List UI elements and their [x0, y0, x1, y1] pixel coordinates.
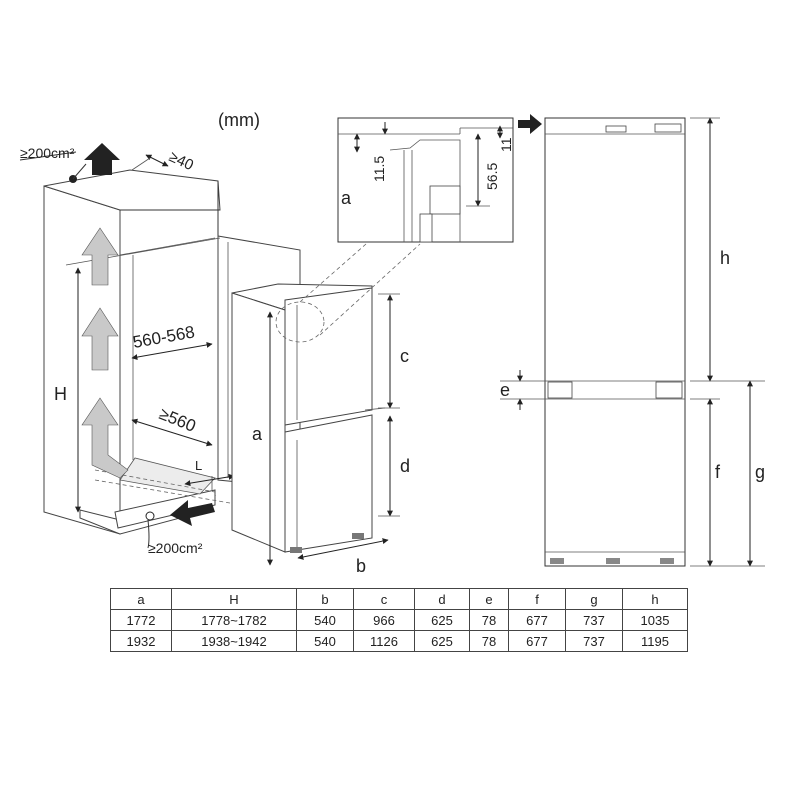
vent-up-arrow-icon — [19, 143, 120, 183]
detail-letter-a: a — [341, 188, 352, 208]
table-cell: 625 — [414, 630, 470, 652]
table-cell: 737 — [565, 609, 623, 631]
table-cell: 78 — [469, 609, 509, 631]
table-header-cell: f — [508, 588, 566, 610]
vent-top-label: ≥200cm² — [20, 145, 75, 161]
dim-h-label: h — [720, 248, 730, 268]
dim-L-label: L — [195, 458, 202, 473]
table-cell: 540 — [296, 609, 354, 631]
detail-dim-11: 11 — [498, 137, 514, 152]
table-cell: 1938~1942 — [171, 630, 297, 652]
units-label: (mm) — [218, 110, 260, 130]
dim-d-label: d — [400, 456, 410, 476]
table-header-cell: a — [110, 588, 172, 610]
vent-in-arrow-icon — [170, 500, 215, 526]
table-header-row: a H b c d e f g h — [110, 588, 688, 610]
table-cell: 1932 — [110, 630, 172, 652]
table-header-cell: d — [414, 588, 470, 610]
table-header-cell: e — [469, 588, 509, 610]
dim-H-label: H — [54, 384, 67, 404]
table-cell: 540 — [296, 630, 354, 652]
table-cell: 677 — [508, 630, 566, 652]
table-header-cell: H — [171, 588, 297, 610]
dimensions-table: a H b c d e f g h 1772 1778~1782 540 966… — [110, 588, 688, 652]
gap-label: ≥40 — [166, 148, 196, 174]
door-arrow-icon — [518, 114, 542, 134]
airflow-arrow-icon — [81, 227, 129, 479]
dim-g-label: g — [755, 462, 765, 482]
depth-label: ≥560 — [157, 404, 199, 436]
table-cell: 677 — [508, 609, 566, 631]
table-row: 1932 1938~1942 540 1126 625 78 677 737 1… — [110, 630, 688, 652]
vent-grille-icon — [145, 511, 155, 521]
dim-b-label: b — [356, 556, 366, 576]
table-cell: 78 — [469, 630, 509, 652]
table-cell: 1035 — [622, 609, 688, 631]
table-cell: 1772 — [110, 609, 172, 631]
table-cell: 1126 — [353, 630, 415, 652]
table-cell: 966 — [353, 609, 415, 631]
vent-bottom-label: ≥200cm² — [148, 540, 203, 556]
table-cell: 625 — [414, 609, 470, 631]
width-label: 560-568 — [131, 322, 196, 352]
table-header-cell: c — [353, 588, 415, 610]
appliance — [231, 283, 386, 553]
table-cell: 1778~1782 — [171, 609, 297, 631]
table-row: 1772 1778~1782 540 966 625 78 677 737 10… — [110, 609, 688, 631]
table-header-cell: g — [565, 588, 623, 610]
dim-a-label: a — [252, 424, 263, 444]
dim-c-label: c — [400, 346, 409, 366]
detail-dim-56-5: 56.5 — [484, 163, 500, 190]
table-cell: 737 — [565, 630, 623, 652]
detail-box — [337, 117, 514, 243]
table-header-cell: b — [296, 588, 354, 610]
front-view — [544, 117, 686, 567]
dim-e-label: e — [500, 380, 510, 400]
table-header-cell: h — [622, 588, 688, 610]
detail-dim-11-5: 11.5 — [371, 156, 387, 182]
dim-f-label: f — [715, 462, 721, 482]
table-cell: 1195 — [622, 630, 688, 652]
